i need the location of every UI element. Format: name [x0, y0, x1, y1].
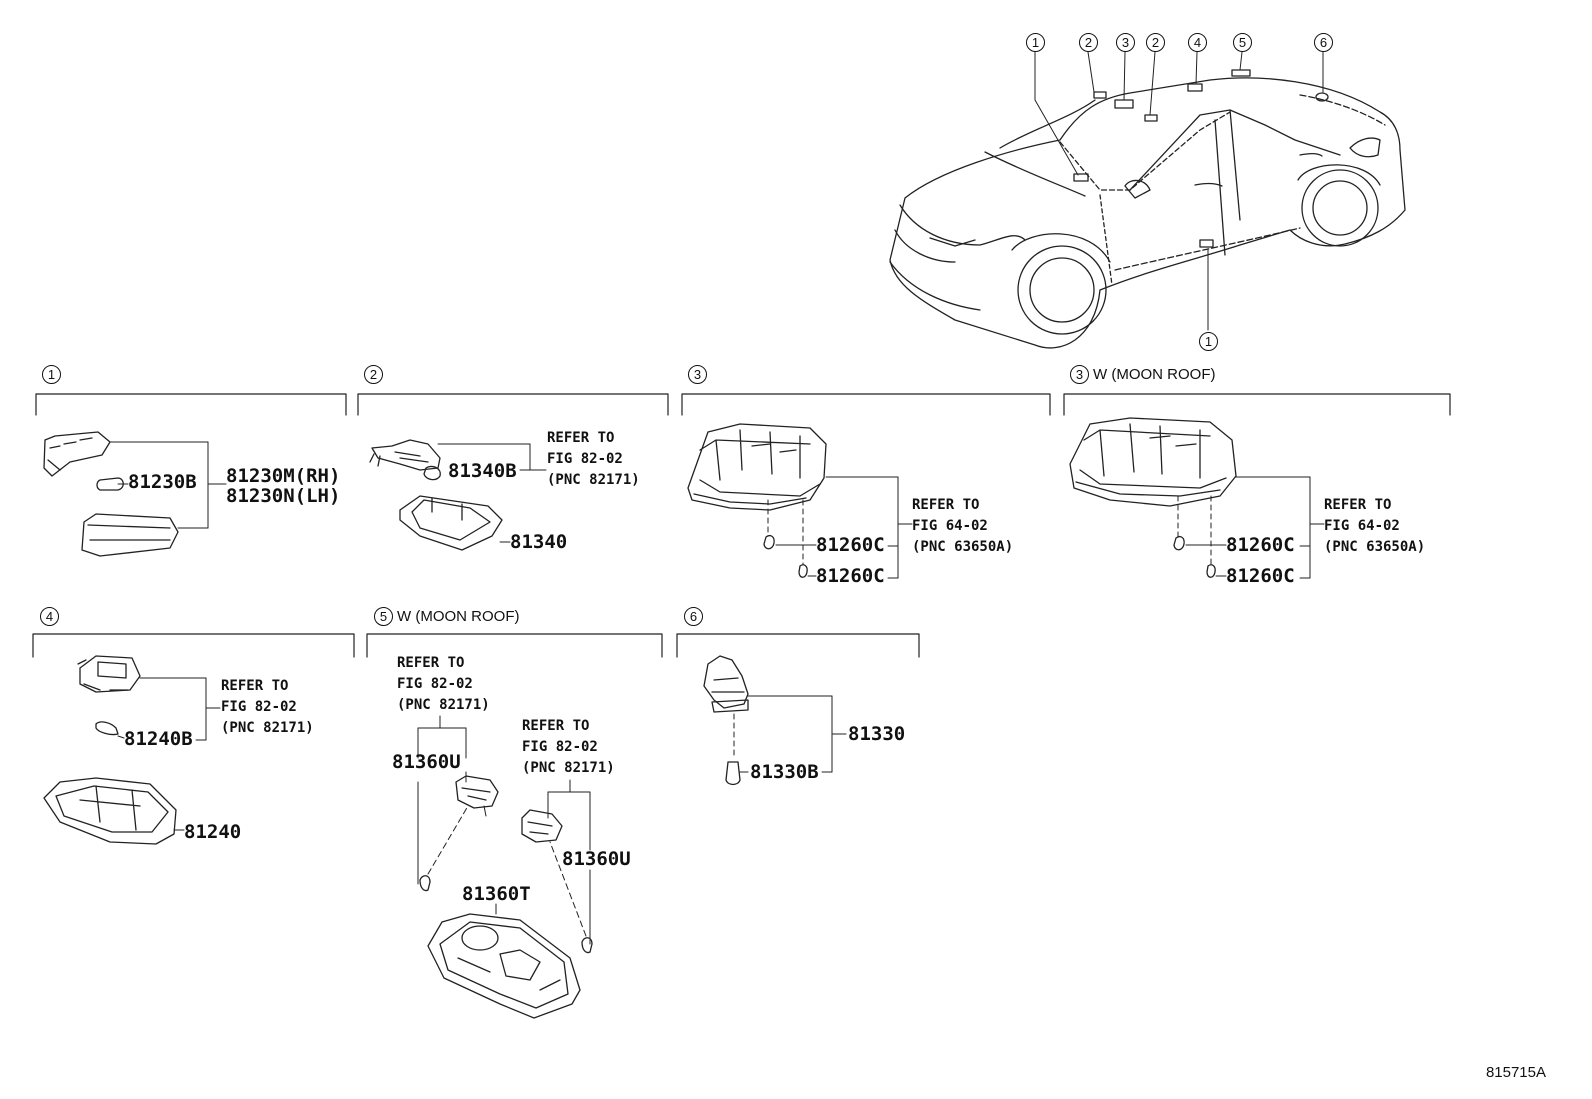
callout-5: 5	[1233, 33, 1252, 52]
callout-4: 4	[1188, 33, 1207, 52]
callout-2-right: 2	[1146, 33, 1165, 52]
section-3-header: 3	[688, 365, 707, 384]
section-5-parts	[417, 715, 593, 1019]
section-3-moonroof-parts	[1069, 417, 1325, 579]
part-label-81330: 81330	[848, 723, 906, 745]
part-label-81240B: 81240B	[124, 728, 193, 750]
part-label-81230B: 81230B	[128, 471, 197, 493]
section-4-header: 4	[40, 607, 59, 626]
section-4-parts	[43, 655, 221, 845]
car-overview	[889, 51, 1406, 349]
part-label-81330B: 81330B	[750, 761, 819, 783]
figure-id: 815715A	[1485, 1064, 1546, 1081]
section-6-parts	[703, 655, 847, 786]
reference-note-section-2: REFER TO FIG 82-02 (PNC 82171)	[547, 430, 640, 488]
callout-1-bottom: 1	[1199, 332, 1218, 351]
section-1-header: 1	[42, 365, 61, 384]
section-2-header: 2	[364, 365, 383, 384]
part-label-81230N-LH: 81230N(LH)	[226, 485, 341, 507]
part-label-81240: 81240	[184, 821, 242, 843]
section-3-moonroof-note: W (MOON ROOF)	[1093, 366, 1216, 383]
part-label-81260C-moonroof-2: 81260C	[1226, 565, 1295, 587]
part-label-81360U-left: 81360U	[392, 751, 461, 773]
section-2-parts	[369, 439, 547, 551]
callout-1-top: 1	[1026, 33, 1045, 52]
section-6-header: 6	[684, 607, 703, 626]
reference-note-section-3-moonroof: REFER TO FIG 64-02 (PNC 63650A)	[1324, 497, 1426, 555]
part-label-81230M-RH: 81230M(RH)	[226, 465, 341, 487]
part-label-81340: 81340	[510, 531, 568, 553]
callout-2-left: 2	[1079, 33, 1098, 52]
part-label-81340B: 81340B	[448, 460, 517, 482]
part-label-81260C-2: 81260C	[816, 565, 885, 587]
section-3-parts	[687, 423, 913, 579]
callout-3: 3	[1116, 33, 1135, 52]
section-brackets	[32, 393, 1451, 658]
part-label-81360T: 81360T	[462, 883, 531, 905]
section-5-note: W (MOON ROOF)	[397, 608, 520, 625]
reference-note-section-5-right: REFER TO FIG 82-02 (PNC 82171)	[522, 718, 615, 776]
section-1-parts	[43, 431, 227, 557]
callout-6: 6	[1314, 33, 1333, 52]
reference-note-section-5-left: REFER TO FIG 82-02 (PNC 82171)	[397, 655, 490, 713]
reference-note-section-3: REFER TO FIG 64-02 (PNC 63650A)	[912, 497, 1014, 555]
part-label-81260C-moonroof-1: 81260C	[1226, 534, 1295, 556]
part-label-81260C-1: 81260C	[816, 534, 885, 556]
reference-note-section-4: REFER TO FIG 82-02 (PNC 82171)	[221, 678, 314, 736]
part-label-81360U-right: 81360U	[562, 848, 631, 870]
